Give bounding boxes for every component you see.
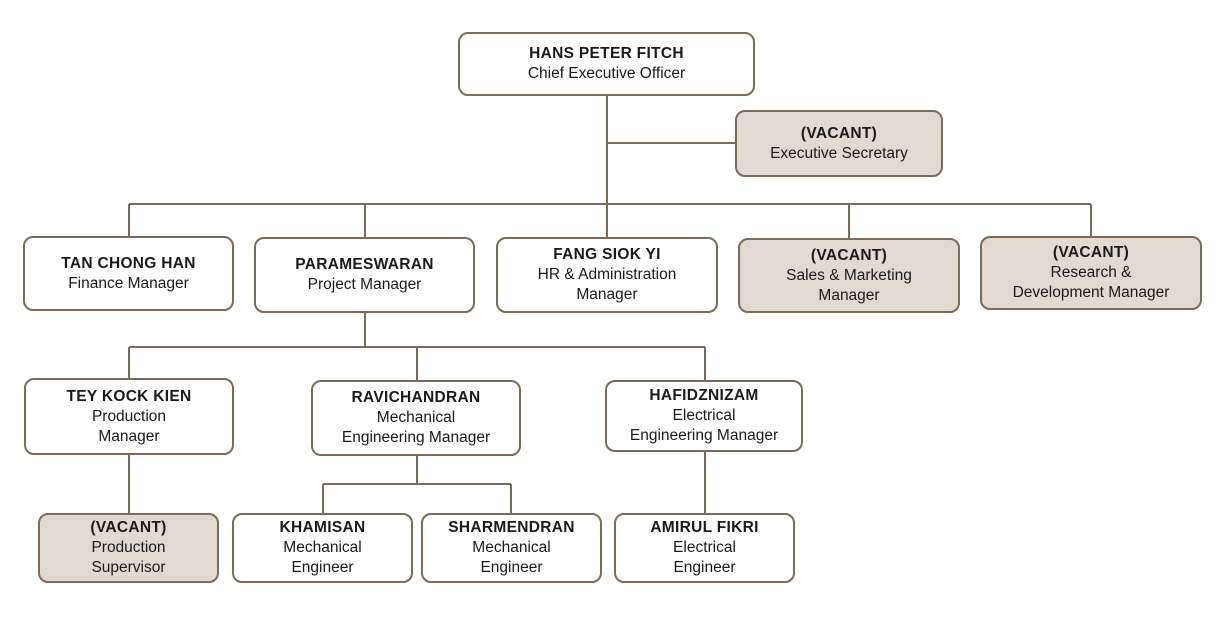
node-rnd-manager: (VACANT) Research & Development Manager [980,236,1202,310]
node-name: PARAMESWARAN [295,256,434,273]
node-name: HANS PETER FITCH [529,45,684,62]
node-project-manager: PARAMESWARAN Project Manager [254,237,475,313]
node-title: Executive Secretary [770,144,908,162]
node-name: (VACANT) [810,246,888,264]
node-name: SHARMENDRAN [448,519,575,536]
node-title: Electrical Engineering Manager [629,407,779,444]
node-name: (VACANT) [1052,244,1130,261]
node-title: Research & Development Manager [1012,264,1170,301]
node-ceo: HANS PETER FITCH Chief Executive Officer [458,32,755,96]
node-name: RAVICHANDRAN [351,389,481,406]
node-title: Finance Manager [68,274,189,292]
node-title: Project Manager [307,276,422,293]
node-name: FANG SIOK YI [553,246,661,263]
node-name: (VACANT) [90,519,167,536]
node-title: Mechanical Engineering Manager [341,409,491,446]
node-title: Mechanical Engineer [283,539,362,576]
node-production-manager: TEY KOCK KIEN Production Manager [24,378,234,455]
node-title: Production Supervisor [91,539,166,576]
node-finance-manager: TAN CHONG HAN Finance Manager [23,236,234,311]
node-title: Chief Executive Officer [527,65,686,82]
node-sales-manager: (VACANT) Sales & Marketing Manager [738,238,960,313]
node-title: Production Manager [91,407,167,445]
node-title: Sales & Marketing Manager [786,266,912,304]
node-hr-manager: FANG SIOK YI HR & Administration Manager [496,237,718,313]
node-name: AMIRUL FIKRI [650,519,759,536]
node-electrical-engineer-amirul: AMIRUL FIKRI Electrical Engineer [614,513,795,583]
node-production-supervisor: (VACANT) Production Supervisor [38,513,219,583]
node-name: TEY KOCK KIEN [66,387,192,405]
node-mechanical-engineering-manager: RAVICHANDRAN Mechanical Engineering Mana… [311,380,521,456]
node-name: KHAMISAN [279,519,366,536]
node-mechanical-engineer-sharmendran: SHARMENDRAN Mechanical Engineer [421,513,602,583]
node-executive-secretary: (VACANT) Executive Secretary [735,110,943,177]
node-title: HR & Administration Manager [537,266,677,303]
node-electrical-engineering-manager: HAFIDZNIZAM Electrical Engineering Manag… [605,380,803,452]
node-name: (VACANT) [800,124,878,142]
node-name: HAFIDZNIZAM [649,387,759,404]
node-mechanical-engineer-khamisan: KHAMISAN Mechanical Engineer [232,513,413,583]
node-title: Mechanical Engineer [472,539,551,576]
node-title: Electrical Engineer [673,539,736,576]
node-name: TAN CHONG HAN [61,254,196,272]
